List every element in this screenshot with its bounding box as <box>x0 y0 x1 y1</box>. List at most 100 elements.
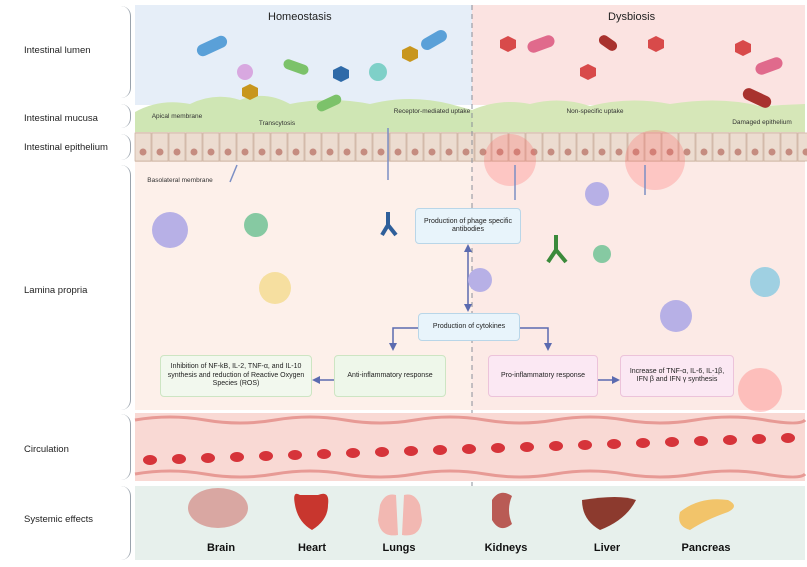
cell-nucleus <box>632 148 640 156</box>
kidneys-icon <box>492 492 512 529</box>
red-blood-cell <box>694 436 708 446</box>
cell-nucleus <box>462 148 470 156</box>
cell-nucleus <box>258 148 266 156</box>
cell-nucleus <box>428 148 436 156</box>
phage-head-icon <box>402 46 418 62</box>
phage-head-icon <box>580 64 596 80</box>
epithelial-cell <box>610 132 628 162</box>
organ-label-brain: Brain <box>206 542 236 554</box>
epithelial-cell <box>372 132 390 162</box>
cell-nucleus <box>377 148 385 156</box>
cell-nucleus <box>513 148 521 156</box>
epithelial-cell <box>321 132 339 162</box>
liver-icon <box>582 497 636 530</box>
bacterium-icon <box>316 94 342 112</box>
immune-cell-icon <box>259 272 291 304</box>
phage-head-icon <box>242 84 258 100</box>
epithelial-cell <box>542 132 560 162</box>
cell-nucleus <box>445 148 453 156</box>
red-blood-cell <box>462 444 476 454</box>
cell-nucleus <box>564 148 572 156</box>
arrow-head <box>464 244 472 252</box>
bacterium-icon <box>421 30 447 50</box>
cell-nucleus <box>598 148 606 156</box>
vessel-wall-top <box>134 415 807 425</box>
red-blood-cell <box>665 437 679 447</box>
epithelial-cell <box>423 132 441 162</box>
cell-nucleus <box>700 148 708 156</box>
cell-nucleus <box>751 148 759 156</box>
arrow-head <box>544 343 552 351</box>
epithelial-cell <box>440 132 458 162</box>
inflammation-glow <box>484 134 536 186</box>
epithelial-cell <box>695 132 713 162</box>
cell-nucleus <box>717 148 725 156</box>
mucus-left <box>135 95 472 132</box>
red-blood-cell <box>578 440 592 450</box>
epithelial-cell <box>491 132 509 162</box>
arrow-pro <box>518 327 549 345</box>
pancreas-icon <box>679 499 734 530</box>
red-blood-cell <box>143 455 157 465</box>
cell-nucleus <box>173 148 181 156</box>
cell-nucleus <box>547 148 555 156</box>
lungs-icon <box>378 494 422 536</box>
brace-systemic <box>118 486 131 560</box>
cell-nucleus <box>734 148 742 156</box>
phage-head-icon <box>648 36 664 52</box>
vessel-wall-bottom <box>134 469 807 479</box>
cell-nucleus <box>156 148 164 156</box>
virus-icon <box>237 64 253 80</box>
organ-label-lungs: Lungs <box>382 542 416 554</box>
cell-nucleus <box>615 148 623 156</box>
cell-nucleus <box>581 148 589 156</box>
virus-icon <box>369 63 387 81</box>
cell-nucleus <box>190 148 198 156</box>
dysbiosis-title: Dysbiosis <box>608 11 656 23</box>
epithelial-cell <box>644 132 662 162</box>
inhibition-effects-box: Inhibition of NF-kB, IL-2, TNF-α, and IL… <box>160 355 312 397</box>
cell-nucleus <box>496 148 504 156</box>
heart-icon <box>294 493 329 530</box>
red-blood-cell <box>346 448 360 458</box>
epithelial-cell <box>474 132 492 162</box>
epithelial-cell <box>270 132 288 162</box>
bacterium-icon <box>283 59 309 75</box>
layer-label-circulation: Circulation <box>24 444 69 455</box>
epithelial-cell <box>236 132 254 162</box>
cell-nucleus <box>224 148 232 156</box>
cell-nucleus <box>139 148 147 156</box>
transcytosis-label: Transcytosis <box>258 120 296 127</box>
red-blood-cell <box>433 445 447 455</box>
immune-cell-icon <box>660 300 692 332</box>
brace-lumen <box>118 6 131 98</box>
cell-nucleus <box>326 148 334 156</box>
epithelial-cell <box>729 132 747 162</box>
red-blood-cell <box>607 439 621 449</box>
pathobiont-icon <box>598 35 618 51</box>
brain-icon <box>188 488 248 528</box>
organ-label-pancreas: Pancreas <box>681 542 731 554</box>
epithelial-cell <box>355 132 373 162</box>
red-blood-cell <box>288 450 302 460</box>
epithelial-cell <box>559 132 577 162</box>
red-blood-cell <box>723 435 737 445</box>
epithelial-cell <box>287 132 305 162</box>
epithelial-cell <box>508 132 526 162</box>
pro-inflammatory-box: Pro-inflammatory response <box>488 355 598 397</box>
arrow-head <box>464 304 472 312</box>
epithelial-cell <box>661 132 679 162</box>
immune-cell-icon <box>585 182 609 206</box>
layer-label-mucosa: Intestinal mucusa <box>24 113 98 124</box>
cell-nucleus <box>683 148 691 156</box>
arrow-anti <box>392 327 418 345</box>
red-blood-cell <box>375 447 389 457</box>
homeostasis-title: Homeostasis <box>268 11 332 23</box>
receptor-uptake-label: Receptor-mediated uptake <box>393 108 471 115</box>
organ-label-heart: Heart <box>297 542 327 554</box>
basolateral-membrane-label: Basolateral membrane <box>147 177 213 184</box>
cell-nucleus <box>768 148 776 156</box>
organ-label-kidneys: Kidneys <box>484 542 528 554</box>
cell-nucleus <box>241 148 249 156</box>
